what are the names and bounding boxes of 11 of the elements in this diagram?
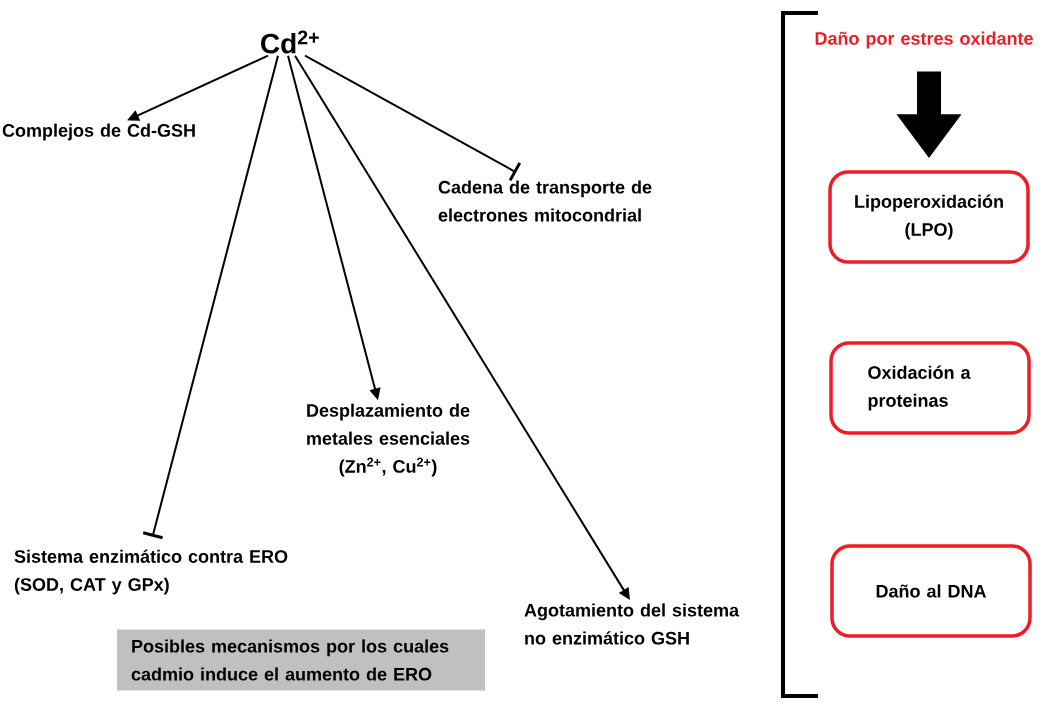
rounded-box: Oxidación a proteinas (829, 341, 1031, 435)
rounded-box: Lipoperoxidación (LPO) (828, 170, 1030, 264)
text-label: Sistema enzimático contra ERO (SOD, CAT y GPx) (14, 549, 288, 595)
rounded-box: Daño al DNA (830, 544, 1032, 638)
text-label: Cadena de transporte de electrones mitocondrial (438, 180, 652, 222)
heading-label: Daño por estres oxidante (815, 31, 1033, 49)
text-label: Desplazamiento de metales esenciales (Zn$^{2+}$, Cu$^{2+}$) (307, 403, 470, 477)
text-label: Complejos de Cd-GSH (2, 123, 195, 141)
text-label: Agotamiento del sistema no enzimático GSH (524, 603, 740, 645)
ion-label: Cd$^{2+}$ (261, 30, 319, 54)
note-box: Posibles mecanismos por los cuales cadmio induce el aumento de ERO (117, 629, 485, 691)
